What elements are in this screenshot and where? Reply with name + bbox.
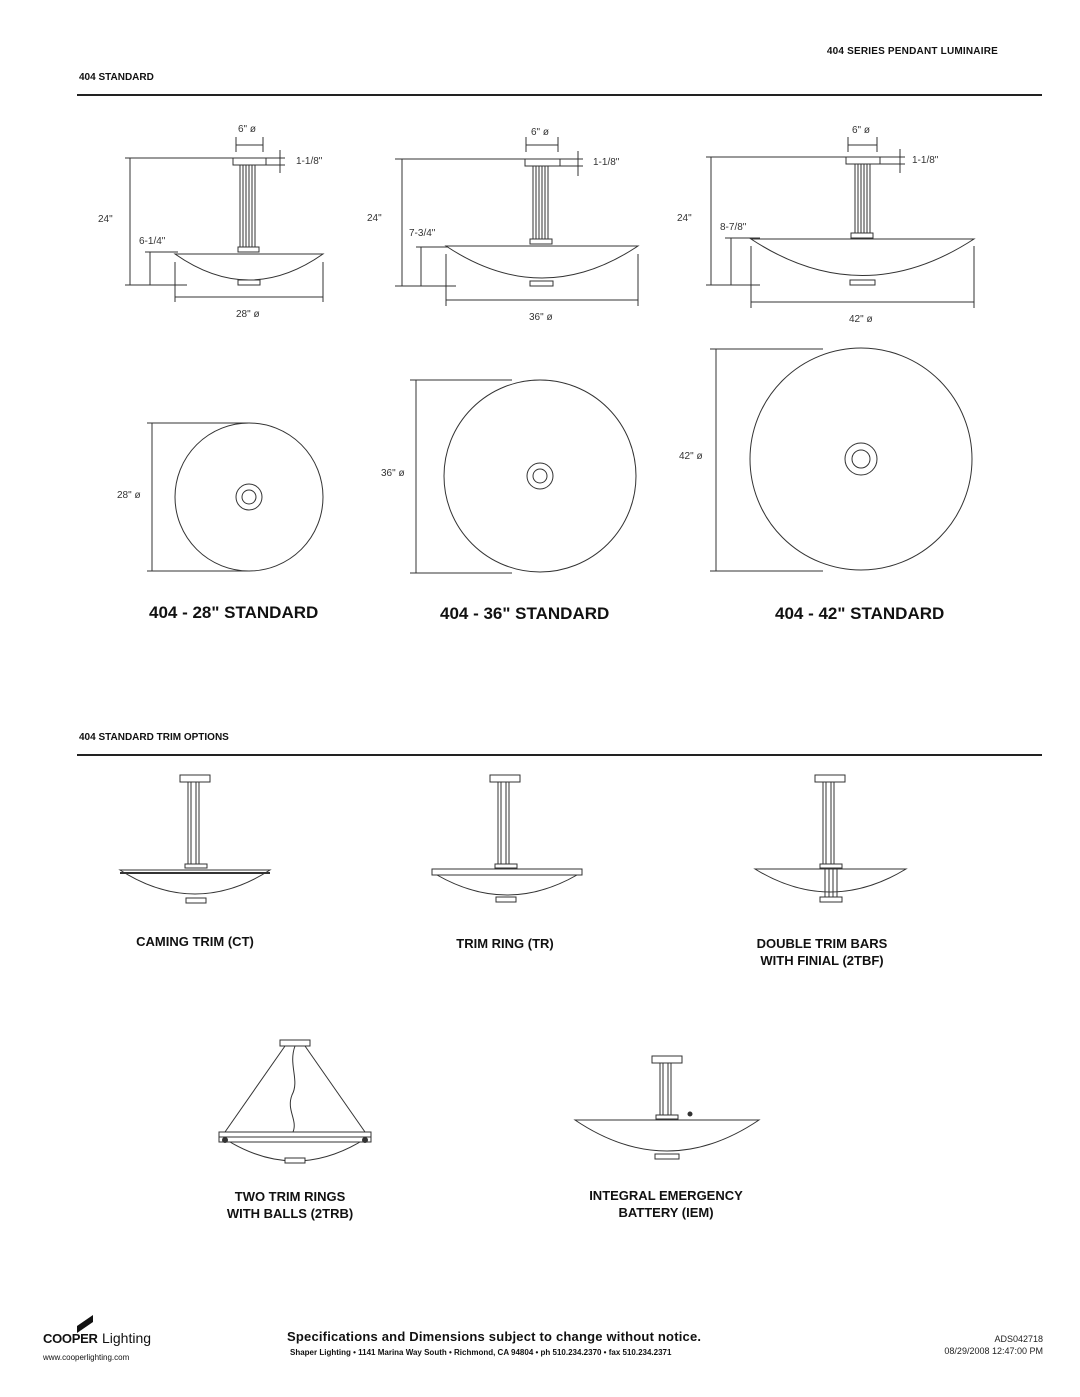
dim-overall-height-28: 24" — [98, 214, 113, 225]
website-link[interactable]: www.cooperlighting.com — [43, 1353, 130, 1362]
cooper-logo: COOPER Lighting — [43, 1330, 151, 1348]
trim-title-ring: TRIM RING (TR) — [410, 935, 600, 952]
document-id: ADS042718 — [994, 1334, 1043, 1344]
trim-caming-drawing — [118, 774, 272, 904]
dim-canopy-36: 6" ø — [531, 127, 549, 138]
trim-two-rings-drawing — [218, 1039, 372, 1164]
section-label-standard: 404 STANDARD — [79, 72, 154, 83]
trim-title-line1: TRIM RING (TR) — [456, 936, 554, 951]
section-divider — [77, 94, 1042, 96]
dim-top-diameter-36: 36" ø — [381, 468, 405, 479]
disclaimer: Specifications and Dimensions subject to… — [287, 1329, 702, 1344]
logo-brand-suffix: Lighting — [102, 1330, 152, 1346]
dim-canopy-28: 6" ø — [238, 124, 256, 135]
dim-diameter-36: 36" ø — [529, 312, 553, 323]
trim-double-bars-drawing — [753, 774, 908, 903]
dim-canopy-height-36: 1-1/8" — [593, 157, 620, 168]
section-label-trim: 404 STANDARD TRIM OPTIONS — [79, 732, 229, 743]
dim-top-diameter-28: 28" ø — [117, 490, 141, 501]
trim-emergency-drawing — [573, 1055, 761, 1160]
trim-ring-drawing — [431, 774, 583, 903]
model-title-36: 404 - 36" STANDARD — [440, 604, 610, 623]
dim-diameter-28: 28" ø — [236, 309, 260, 320]
dim-bowl-height-28: 6-1/4" — [139, 236, 166, 247]
logo-brand: COOPER — [43, 1331, 98, 1346]
trim-title-line2: WITH BALLS (2TRB) — [226, 1206, 354, 1221]
address: Shaper Lighting • 1141 Marina Way South … — [290, 1348, 672, 1357]
model-title-28: 404 - 28" STANDARD — [149, 603, 319, 622]
side-view-28 — [125, 137, 325, 302]
model-title-42: 404 - 42" STANDARD — [775, 604, 945, 623]
side-view-36 — [395, 137, 640, 306]
dim-bowl-height-42: 8-7/8" — [720, 222, 747, 233]
section-divider-trim — [77, 754, 1042, 756]
trim-title-line2: WITH FINIAL (2TBF) — [760, 953, 884, 968]
trim-title-emergency: INTEGRAL EMERGENCY BATTERY (IEM) — [556, 1187, 776, 1221]
trim-title-line1: CAMING TRIM (CT) — [136, 934, 254, 949]
dim-diameter-42: 42" ø — [849, 314, 873, 325]
trim-title-line1: TWO TRIM RINGS — [234, 1189, 346, 1204]
dim-overall-height-42: 24" — [677, 213, 692, 224]
dim-bowl-height-36: 7-3/4" — [409, 228, 436, 239]
dim-overall-height-36: 24" — [367, 213, 382, 224]
dim-canopy-height-42: 1-1/8" — [912, 155, 939, 166]
document-timestamp: 08/29/2008 12:47:00 PM — [944, 1346, 1043, 1356]
trim-title-double-bars: DOUBLE TRIM BARS WITH FINIAL (2TBF) — [722, 935, 922, 969]
top-view-42 — [710, 347, 973, 572]
trim-title-line2: BATTERY (IEM) — [618, 1205, 714, 1220]
dim-canopy-42: 6" ø — [852, 125, 870, 136]
trim-title-caming: CAMING TRIM (CT) — [100, 933, 290, 950]
dim-top-diameter-42: 42" ø — [679, 451, 703, 462]
trim-title-line1: DOUBLE TRIM BARS — [756, 936, 888, 951]
trim-title-two-rings: TWO TRIM RINGS WITH BALLS (2TRB) — [190, 1188, 390, 1222]
cooper-logo-mark — [77, 1315, 93, 1333]
dim-canopy-height-28: 1-1/8" — [296, 156, 323, 167]
series-title: 404 SERIES PENDANT LUMINAIRE — [826, 46, 998, 57]
top-view-28 — [147, 422, 324, 572]
side-view-42 — [706, 137, 976, 308]
top-view-36 — [410, 379, 637, 574]
trim-title-line1: INTEGRAL EMERGENCY — [589, 1188, 743, 1203]
